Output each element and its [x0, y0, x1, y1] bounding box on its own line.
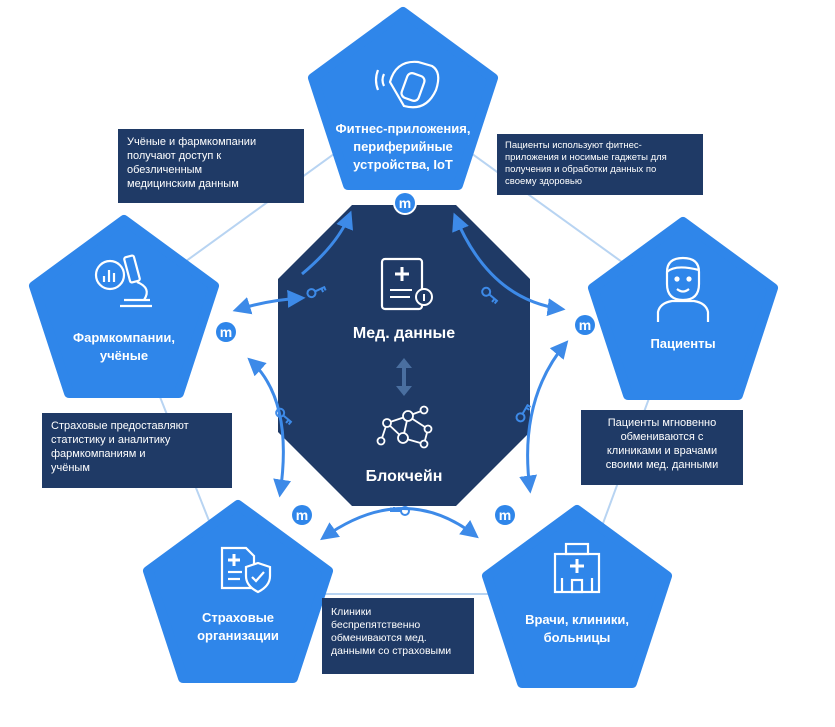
token-badge: m [393, 191, 417, 215]
node-label-pharma-1: Фармкомпании, [73, 330, 175, 345]
insurance-document-icon [220, 546, 272, 594]
arrow-pharma-to-center [232, 289, 306, 315]
link-arrow-icon [396, 358, 412, 396]
node-label-doctors-1: Врачи, клиники, [525, 612, 629, 627]
patient-avatar-icon [656, 256, 710, 322]
node-label-patients: Пациенты [650, 336, 715, 351]
pentagon-doctors [482, 505, 672, 688]
arrow-patients-to-doctors [519, 340, 569, 494]
center-bottom-label: Блокчейн [366, 468, 443, 485]
center-top-label: Мед. данные [353, 325, 455, 342]
pentagon-patients [588, 217, 778, 400]
fitness-band-icon [374, 60, 440, 109]
medical-document-icon [380, 257, 433, 311]
token-badge: m [493, 503, 517, 527]
node-patients[interactable]: Пациенты [588, 217, 778, 400]
arrow-insurance-to-pharma [247, 357, 292, 498]
arrow-center-to-fitness [301, 210, 354, 276]
node-label-insurance-2: организации [197, 628, 279, 643]
pentagon-fitness [308, 7, 498, 190]
node-label-insurance-1: Страховые [202, 610, 274, 625]
flow-arrows [232, 210, 569, 541]
node-label-doctors-2: больницы [544, 630, 611, 645]
svg-text:m: m [220, 324, 232, 340]
node-doctors[interactable]: Врачи, клиники, больницы [482, 505, 672, 688]
note-clinics-exchange: Клиники беспрепятственно обмениваются ме… [322, 598, 474, 674]
svg-text:m: m [399, 195, 411, 211]
note-pharma-access: Учёные и фармкомпании получают доступ к … [118, 129, 304, 203]
token-badge: m [290, 503, 314, 527]
node-insurance[interactable]: Страховые организации [143, 500, 333, 683]
token-badge: m [214, 320, 238, 344]
node-fitness[interactable]: Фитнес-приложения, периферийные устройст… [308, 7, 498, 190]
hospital-icon [553, 542, 601, 594]
microscope-icon [94, 254, 152, 308]
arrow-doctors-to-insurance [320, 507, 479, 541]
arrow-fitness-to-patients [452, 212, 566, 317]
blockchain-network-icon [376, 405, 433, 449]
note-fitness-use: Пациенты используют фитнес- приложения и… [497, 134, 703, 195]
central-octagon [278, 205, 530, 506]
svg-text:m: m [499, 507, 511, 523]
node-label-pharma-2: учёные [100, 348, 148, 363]
note-insurance-stats: Страховые предоставляют статистику и ана… [42, 413, 232, 488]
svg-text:m: m [579, 317, 591, 333]
token-badge: m [573, 313, 597, 337]
pentagon-insurance [143, 500, 333, 683]
node-label-fitness-2: периферийные [353, 139, 453, 154]
node-label-fitness-1: Фитнес-приложения, [336, 121, 471, 136]
svg-text:m: m [296, 507, 308, 523]
node-label-fitness-3: устройства, IoT [353, 157, 453, 172]
node-pharma[interactable]: Фармкомпании, учёные [29, 215, 219, 398]
note-patients-exchange: Пациенты мгновенно обмениваются с клиник… [581, 410, 743, 485]
